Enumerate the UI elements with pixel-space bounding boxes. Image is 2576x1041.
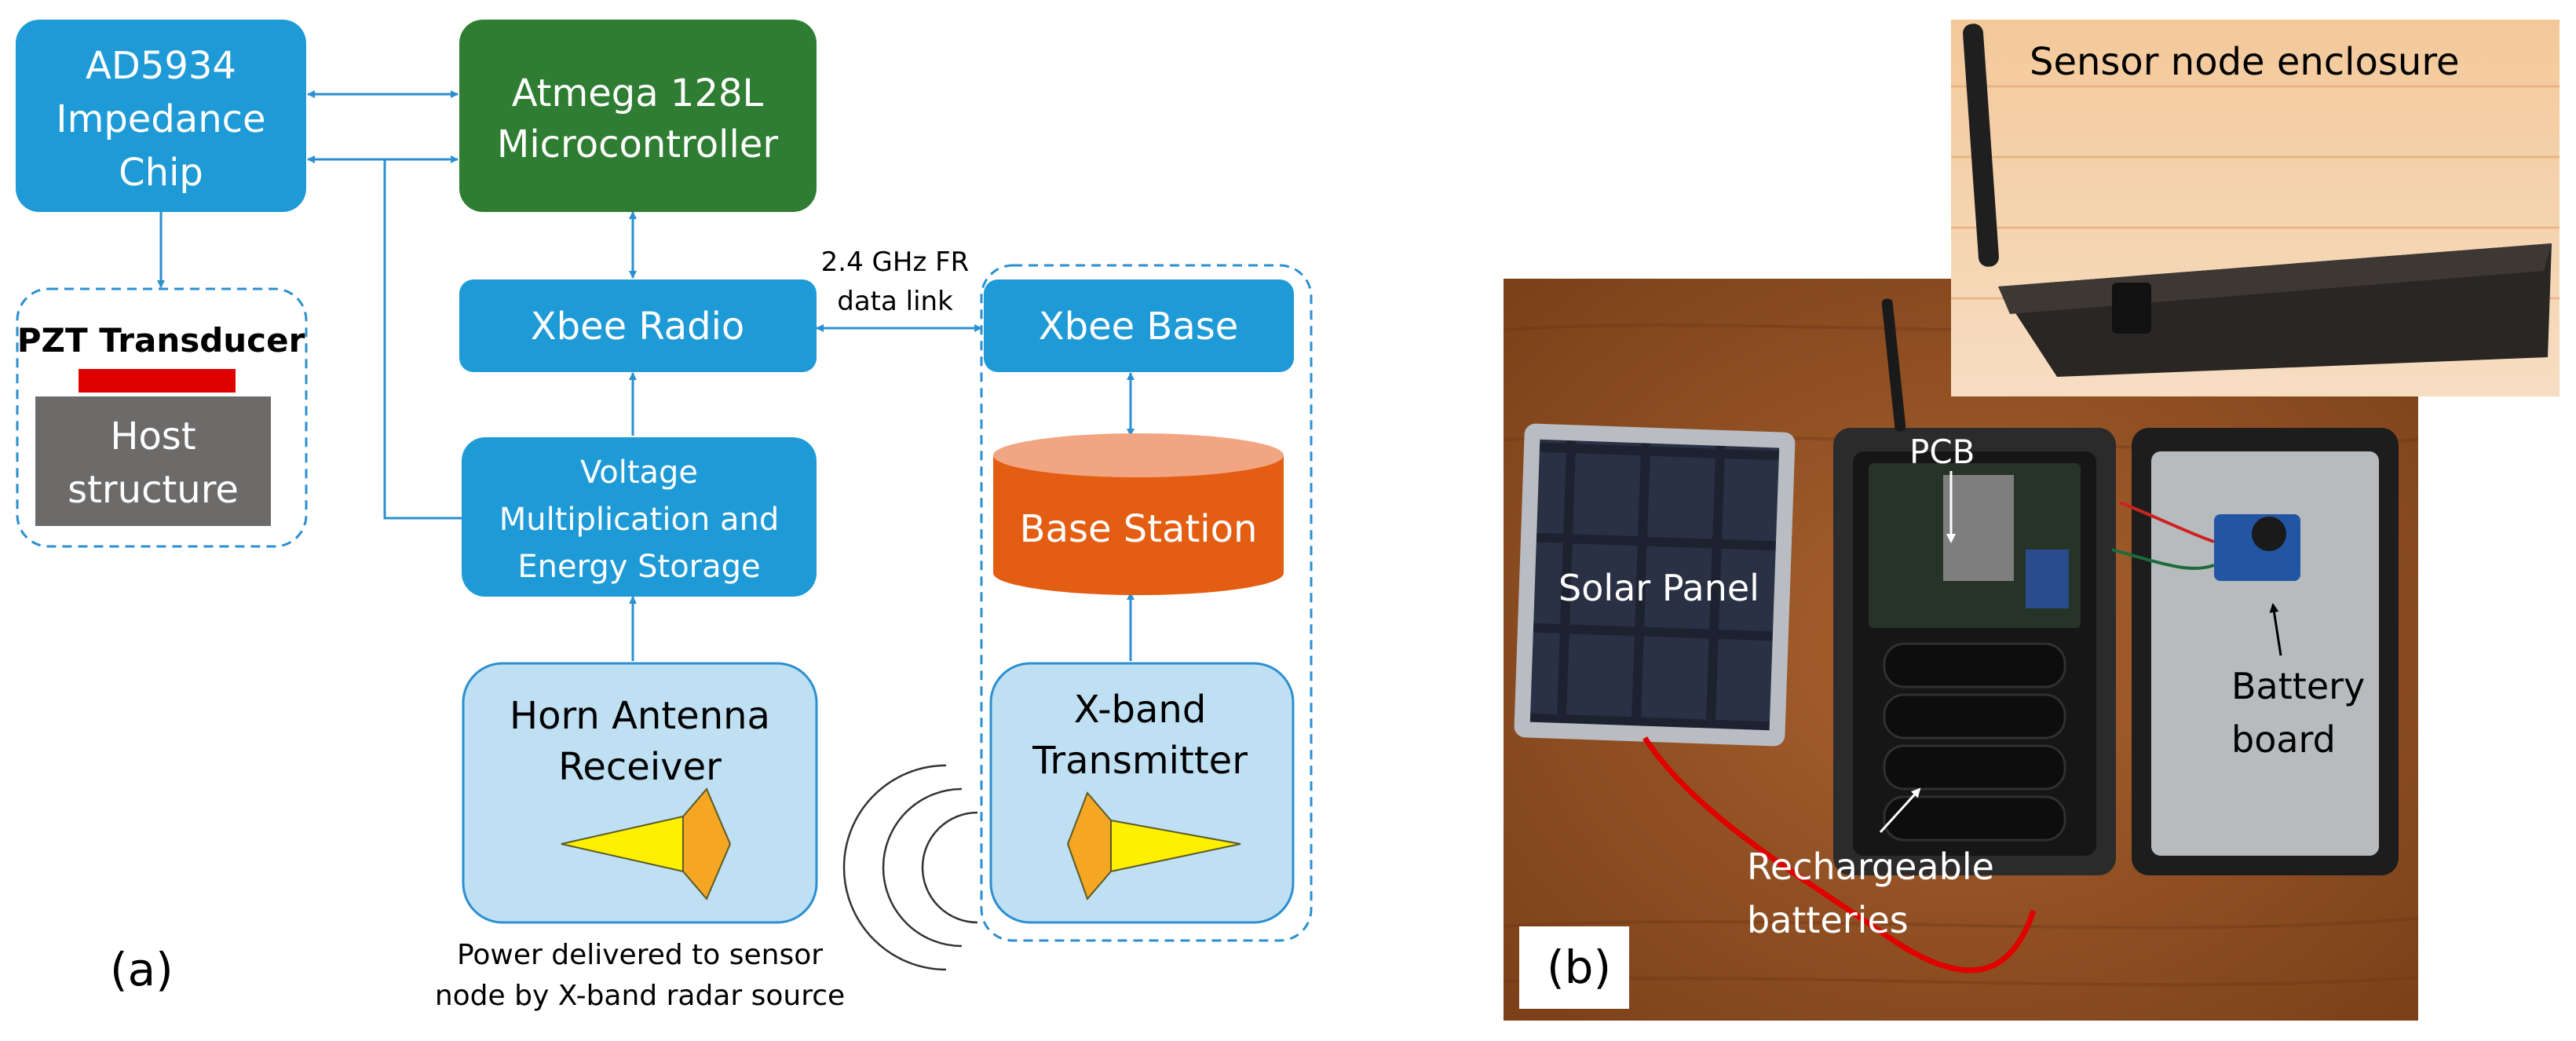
power-note-line-2: node by X-band radar source <box>435 980 845 1012</box>
enclosure-open-photo <box>1833 298 2116 875</box>
panel-a-label: (a) <box>110 943 174 996</box>
pzt-group: PZT Transducer Host structure <box>16 287 308 548</box>
rechargeable-line-1: Rechargeable <box>1747 846 1994 888</box>
battery-board-pointer <box>2269 603 2282 656</box>
datalink-line-1: 2.4 GHz FR <box>821 247 970 278</box>
battery-cells <box>1883 642 2066 842</box>
solar-panel-photo <box>1514 423 1796 747</box>
xband-transmitter-box: X-band Transmitter <box>989 662 1295 924</box>
connector-lines <box>157 90 1135 661</box>
battery-board-line-2: board <box>2231 718 2336 761</box>
atmega-box: Atmega 128L Microcontroller <box>459 20 817 212</box>
xband-line-1: X-band <box>1074 688 1207 732</box>
enclosure-lid-photo <box>2111 428 2399 875</box>
atmega-line-2: Microcontroller <box>497 122 778 166</box>
base-station-cylinder: Base Station <box>993 433 1284 595</box>
ad5934-box: AD5934 Impedance Chip <box>16 20 306 212</box>
enclosure-label: Sensor node enclosure <box>2030 40 2460 84</box>
rechargeable-pointer <box>1879 787 1921 834</box>
xband-aperture-shape <box>1066 791 1112 900</box>
voltage-box: Voltage Multiplication and Energy Storag… <box>462 437 817 597</box>
host-line-1: Host <box>110 415 195 458</box>
solar-panel-label: Solar Panel <box>1558 567 1759 609</box>
voltage-line-3: Energy Storage <box>517 549 760 585</box>
battery-board-line-1: Battery <box>2231 665 2365 707</box>
line-ad5934-voltage <box>383 159 462 520</box>
panel-b: Solar Panel PCB <box>1503 20 2560 1021</box>
power-switch <box>2112 283 2151 334</box>
red-cable <box>1642 736 2037 973</box>
host-line-2: structure <box>68 468 239 512</box>
ad5934-line-2: Impedance <box>56 97 265 141</box>
xbee-base-label: Xbee Base <box>1039 305 1239 349</box>
xbee-base-box: Xbee Base <box>984 279 1294 372</box>
pzt-red-bar <box>79 369 236 393</box>
pcb-label: PCB <box>1909 433 1975 471</box>
xband-line-2: Transmitter <box>1032 739 1248 783</box>
voltage-line-2: Multiplication and <box>499 502 779 538</box>
base-station-label: Base Station <box>1020 507 1258 551</box>
panel-a: AD5934 Impedance Chip Atmega 128L Microc… <box>16 20 1313 1012</box>
atmega-line-1: Atmega 128L <box>512 71 764 115</box>
horn-aperture-shape <box>682 787 732 900</box>
xbee-radio-label: Xbee Radio <box>531 305 745 349</box>
datalink-line-2: data link <box>837 286 953 317</box>
wireless-waves-icon <box>842 764 978 971</box>
xbee-radio-box: Xbee Radio <box>459 279 817 372</box>
horn-line-1: Horn Antenna <box>510 694 770 738</box>
rechargeable-line-2: batteries <box>1747 899 1909 941</box>
antenna-small <box>1881 298 1906 432</box>
ad5934-line-1: AD5934 <box>86 44 236 88</box>
horn-antenna-box: Horn Antenna Receiver <box>462 662 818 924</box>
enclosure-inset-photo <box>1951 20 2560 396</box>
panel-b-label: (b) <box>1547 941 1611 994</box>
pzt-title: PZT Transducer <box>17 321 305 360</box>
panel-b-label-box: (b) <box>1519 926 1629 1009</box>
ad5934-line-3: Chip <box>119 151 203 195</box>
host-structure-block <box>35 396 271 526</box>
horn-line-2: Receiver <box>558 745 722 789</box>
antenna-large <box>1963 24 1999 267</box>
power-note-line-1: Power delivered to sensor <box>457 939 823 971</box>
voltage-line-1: Voltage <box>580 455 698 491</box>
base-group <box>980 264 1313 942</box>
